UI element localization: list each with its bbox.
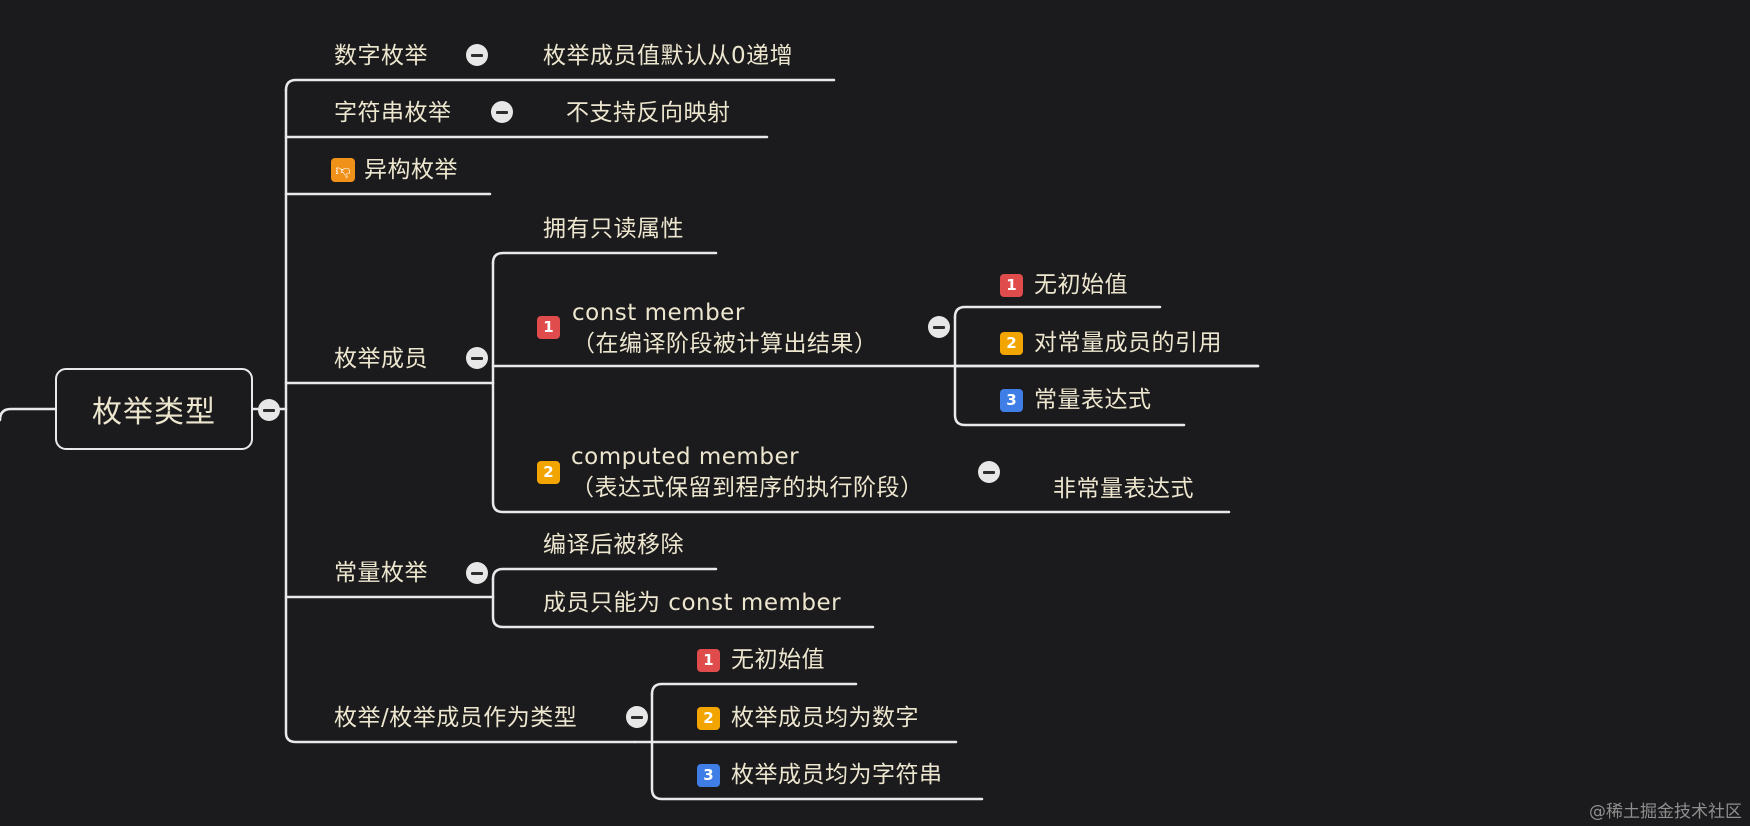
collapse-icon[interactable] [258,399,280,421]
node-removed-after-compile[interactable]: 编译后被移除 [543,532,684,558]
branch-enum-members[interactable]: 枚举成员 [334,346,428,372]
watermark: @稀土掘金技术社区 [1589,802,1742,822]
node-all-strings[interactable]: 枚举成员均为字符串 [731,762,943,788]
root-label: 枚举类型 [92,395,216,430]
collapse-icon[interactable] [466,44,488,66]
badge-priority-1: 1 [697,649,720,672]
root-node[interactable]: 枚举类型 [55,368,253,450]
node-const-member-desc: （在编译阶段被计算出结果） [572,331,878,357]
node-const-member-title[interactable]: const member [572,300,745,326]
collapse-icon[interactable] [626,706,648,728]
badge-priority-1: 1 [537,316,560,339]
badge-priority-3: 3 [697,764,720,787]
branch-heterogeneous-enum[interactable]: 异构枚举 [364,157,458,183]
node-numeric-default[interactable]: 枚举成员值默认从0递增 [543,43,794,69]
branch-numeric-enum[interactable]: 数字枚举 [334,43,428,69]
badge-priority-2: 2 [697,707,720,730]
node-only-const-member[interactable]: 成员只能为 const member [543,590,842,616]
badge-priority-3: 3 [1000,389,1023,412]
collapse-icon[interactable] [928,316,950,338]
node-computed-member-desc: （表达式保留到程序的执行阶段） [571,475,924,501]
node-no-reverse-mapping[interactable]: 不支持反向映射 [566,100,731,126]
node-type-no-initial-value[interactable]: 无初始值 [731,647,825,673]
node-const-reference[interactable]: 对常量成员的引用 [1034,330,1222,356]
badge-priority-1: 1 [1000,274,1023,297]
badge-priority-2: 2 [1000,332,1023,355]
collapse-icon[interactable] [466,347,488,369]
collapse-icon[interactable] [466,562,488,584]
collapse-icon[interactable] [978,461,1000,483]
branch-string-enum[interactable]: 字符串枚举 [334,100,452,126]
badge-priority-2: 2 [537,461,560,484]
thumbs-down-icon: 👎︎ [331,158,355,182]
branch-const-enum[interactable]: 常量枚举 [334,560,428,586]
branch-enum-as-type[interactable]: 枚举/枚举成员作为类型 [334,705,578,731]
node-all-numbers[interactable]: 枚举成员均为数字 [731,705,919,731]
node-const-expression[interactable]: 常量表达式 [1034,387,1152,413]
collapse-icon[interactable] [491,101,513,123]
node-computed-member-title[interactable]: computed member [571,444,800,470]
node-readonly[interactable]: 拥有只读属性 [543,216,684,242]
node-non-const-expression[interactable]: 非常量表达式 [1053,476,1194,502]
node-no-initial-value[interactable]: 无初始值 [1034,272,1128,298]
